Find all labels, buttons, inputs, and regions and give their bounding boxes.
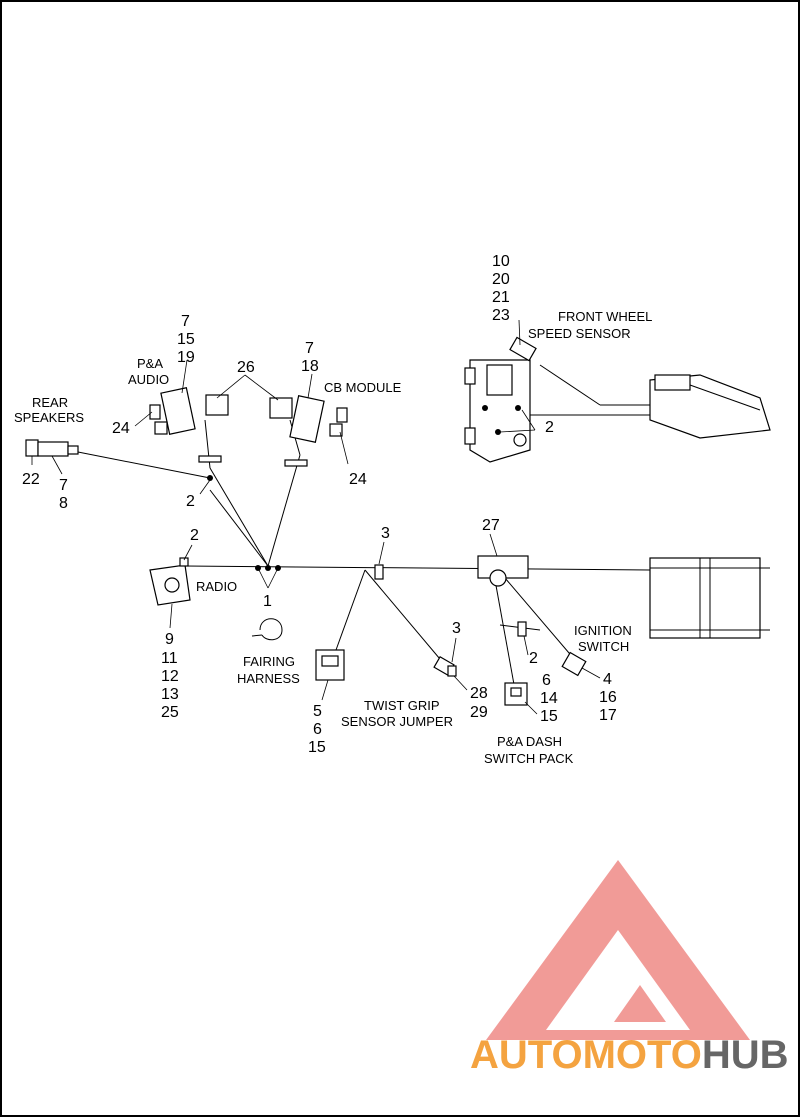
callout-3-top: 3 [381,525,390,542]
callout-3-tg: 3 [452,620,461,637]
callout-26: 26 [237,359,255,376]
callout-numbers: 10 20 21 23 2 7 15 19 7 18 26 24 24 22 7… [22,253,617,756]
connector-26-right [269,397,308,467]
fairing-frame-bracket [649,557,770,639]
callout-10: 10 [492,253,510,270]
callout-11: 11 [161,650,178,667]
label-fairing-1: FAIRING [243,654,295,669]
label-twist-grip-2: SENSOR JUMPER [341,714,453,729]
label-pa-dash-2: SWITCH PACK [484,751,574,766]
headlamp-housing [649,374,771,439]
cb-module-connector [289,395,348,443]
label-pa-dash-1: P&A DASH [497,734,562,749]
callout-6-dash: 6 [542,672,551,689]
callout-21: 21 [492,289,510,306]
callout-7-cb: 7 [305,340,314,357]
ignition-switch-connector [561,651,587,677]
callout-2-left: 2 [186,493,195,510]
label-rear-speakers-1: REAR [32,395,68,410]
connector-26-left [198,394,229,463]
main-harness-wires [77,364,651,691]
callout-22: 22 [22,471,40,488]
callout-7-rs: 7 [59,477,68,494]
callout-23: 23 [492,307,510,324]
twist-grip-clip [447,665,457,677]
callout-12: 12 [161,668,179,685]
watermark-logo [486,860,750,1040]
callout-20: 20 [492,271,510,288]
label-twist-grip-1: TWIST GRIP [364,698,440,713]
front-wheel-bracket [464,336,537,463]
callout-9: 9 [165,631,174,648]
label-front-wheel-1: FRONT WHEEL [558,309,652,324]
dash-switch-connector-inner [510,687,522,697]
label-front-wheel-2: SPEED SENSOR [528,326,631,341]
radio-connector [149,557,191,606]
callout-8-rs: 8 [59,495,68,512]
callout-27: 27 [482,517,500,534]
clip-1b [265,565,271,571]
callout-5: 5 [313,703,322,720]
pa-audio-connector [149,387,196,435]
clip-3-top [374,564,384,580]
callout-2-fws: 2 [545,419,554,436]
label-radio: RADIO [196,579,237,594]
callout-28: 28 [470,685,488,702]
callout-24-left: 24 [112,420,130,437]
watermark-text: AUTOMOTOHUB [470,1033,789,1077]
label-cb-module: CB MODULE [324,380,402,395]
fairing-lower-connector [315,649,345,681]
label-pa-audio-2: AUDIO [128,372,169,387]
clip-2-left [207,475,213,481]
callout-15-fh: 15 [308,739,326,756]
dash-clip-2 [517,621,527,637]
rear-speaker-plug [25,439,79,457]
callout-17: 17 [599,707,617,724]
callout-4: 4 [603,671,612,688]
callout-2-radio: 2 [190,527,199,544]
callout-25: 25 [161,704,179,721]
callout-13: 13 [161,686,179,703]
callout-19-pa: 19 [177,349,195,366]
callout-16: 16 [599,689,617,706]
component-labels: REAR SPEAKERS P&A AUDIO CB MODULE FRONT … [14,309,652,766]
callout-24-right: 24 [349,471,367,488]
callout-2-dash: 2 [529,650,538,667]
callout-14-dash: 14 [540,690,558,707]
callout-18-cb: 18 [301,358,319,375]
label-ignition-1: IGNITION [574,623,632,638]
label-fairing-2: HARNESS [237,671,300,686]
callout-7-pa: 7 [181,313,190,330]
callout-6: 6 [313,721,322,738]
callout-29: 29 [470,704,488,721]
label-rear-speakers-2: SPEAKERS [14,410,84,425]
label-pa-audio-1: P&A [137,356,163,371]
fairing-harness-clip [251,618,283,641]
callout-1: 1 [263,593,272,610]
callout-15-pa: 15 [177,331,195,348]
leader-lines [31,319,601,715]
callout-15-dash: 15 [540,708,558,725]
label-ignition-2: SWITCH [578,639,629,654]
main-connector-27 [477,555,529,587]
